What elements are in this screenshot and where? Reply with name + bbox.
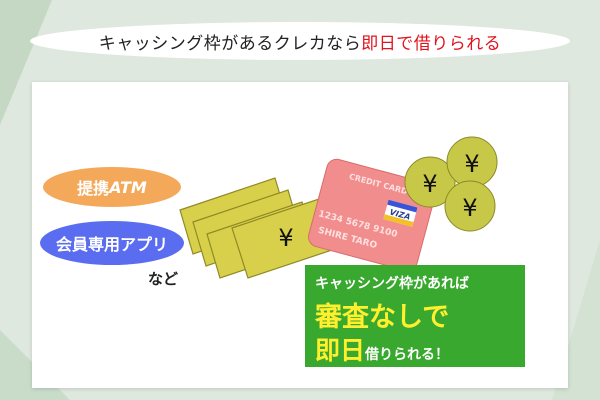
page-title: キャッシング枠があるクレカなら即日で借りられる [30,22,570,60]
etc-label: など [148,270,179,288]
coin-2-icon: ¥ [446,136,498,188]
partner-atm-suffix: ATM [109,177,147,197]
callout-line2: 審査なしで [315,302,450,333]
svg-text:¥: ¥ [422,170,437,198]
callout-line3-rest: 借りられる！ [365,347,450,363]
credit-card-icon: CREDIT CARD VIZA 1234 5678 9100 SHIRE TA… [308,158,436,272]
title-prefix: キャッシング枠があるクレカなら [98,33,362,54]
title-highlight: 即日で借りられる [361,33,502,54]
callout-line1: キャッシング枠があれば [315,276,469,292]
svg-text:¥: ¥ [464,150,479,178]
bill-front-icon: ¥ [231,197,339,279]
member-app-label: 会員専用アプリ [55,235,168,254]
member-app-pill: 会員専用アプリ [40,221,184,265]
bill-yen-symbol: ¥ [278,224,293,252]
coin-1-icon: ¥ [404,156,456,208]
svg-text:¥: ¥ [462,194,477,222]
partner-atm-prefix: 提携 [77,179,110,198]
coin-3-icon: ¥ [444,180,496,232]
callout-box: キャッシング枠があれば 審査なしで 即日借りられる！ [305,265,525,367]
callout-line3: 即日借りられる！ [315,331,449,367]
callout-line3-emphasis: 即日 [315,336,366,365]
